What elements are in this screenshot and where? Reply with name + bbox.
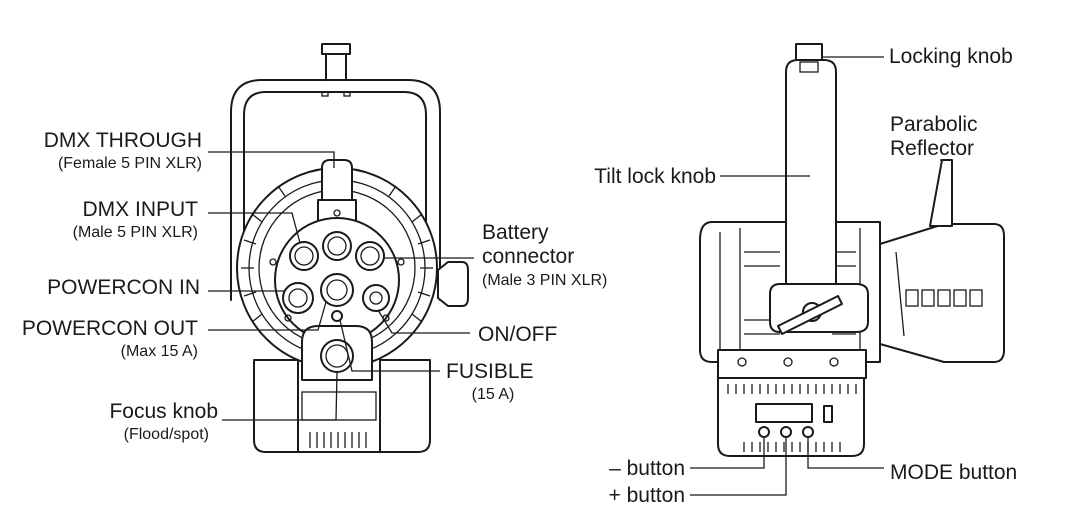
parabolic-reflector-label-line1: Parabolic <box>890 113 978 136</box>
on-off-label: ON/OFF <box>478 323 558 346</box>
focus-knob-sublabel: (Flood/spot) <box>123 426 209 443</box>
dmx-through-label: DMX THROUGH <box>43 129 202 152</box>
battery-connector-label-line2: connector <box>482 245 575 268</box>
locking-knob-label: Locking knob <box>889 45 1013 68</box>
tilt-lock-knob-label: Tilt lock knob <box>594 165 716 188</box>
focus-knob-label: Focus knob <box>109 400 218 423</box>
plus-button-label: + button <box>608 484 685 507</box>
fusible-label: FUSIBLE <box>446 360 534 383</box>
powercon-out-label: POWERCON OUT <box>21 317 198 340</box>
battery-connector-sublabel: (Male 3 PIN XLR) <box>482 272 608 289</box>
leader-lines <box>208 56 946 496</box>
fusible-sublabel: (15 A) <box>471 386 515 403</box>
powercon-in-label: POWERCON IN <box>47 276 200 299</box>
battery-connector-label-line1: Battery <box>482 221 549 244</box>
dmx-through-sublabel: (Female 5 PIN XLR) <box>57 155 202 172</box>
minus-button-label: – button <box>609 457 685 480</box>
side-view-fixture <box>699 43 1005 457</box>
front-view-fixture <box>230 43 469 453</box>
parabolic-reflector-label-line2: Reflector <box>890 137 975 160</box>
dmx-input-label: DMX INPUT <box>82 198 199 221</box>
powercon-out-sublabel: (Max 15 A) <box>120 343 198 360</box>
mode-button-label: MODE button <box>890 461 1018 484</box>
dmx-input-sublabel: (Male 5 PIN XLR) <box>72 224 198 241</box>
